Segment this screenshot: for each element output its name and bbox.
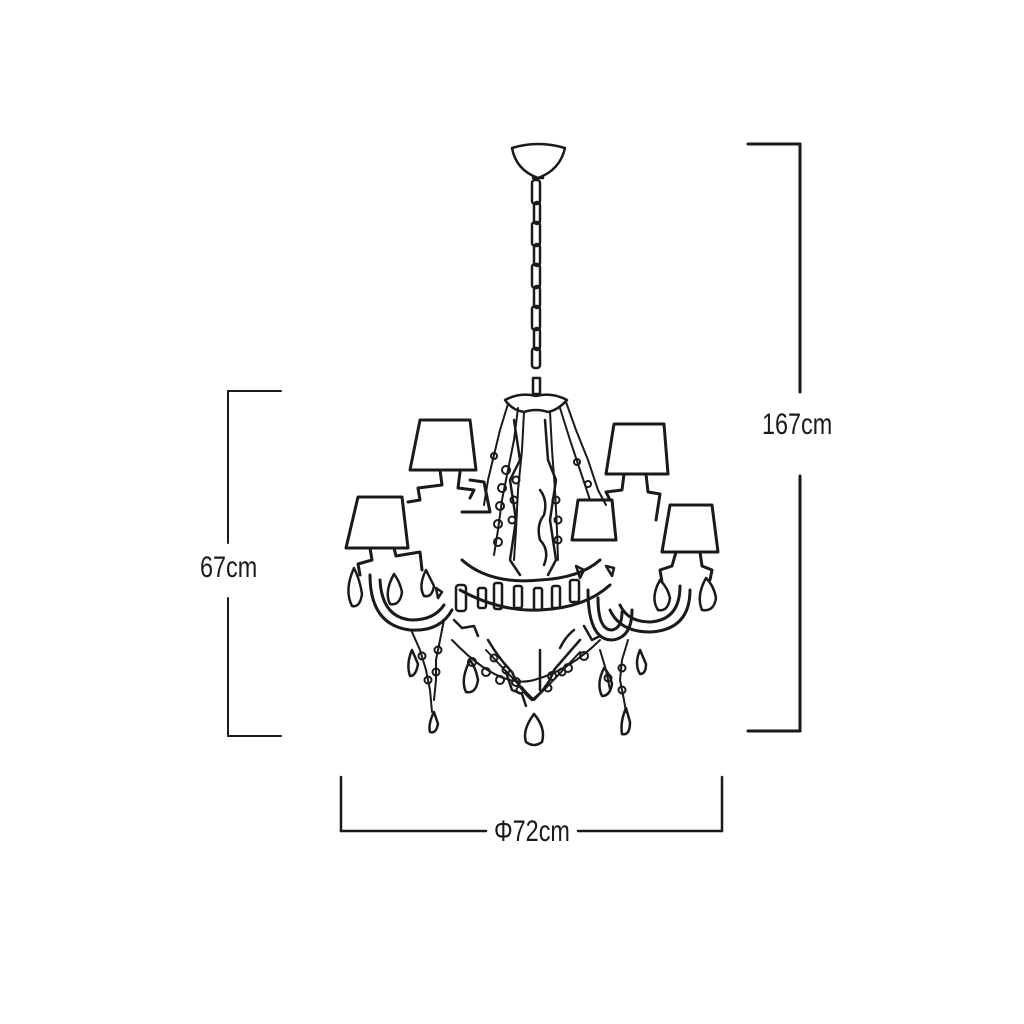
dimension-diameter: [339, 775, 724, 833]
diameter-label: Φ72cm: [494, 815, 570, 848]
side-droplets: [347, 566, 718, 747]
lower-left-shade: [344, 495, 424, 577]
total-height-label: 167cm: [762, 408, 833, 441]
upper-right-shade: [604, 422, 670, 522]
ceiling-canopy: [510, 142, 567, 180]
chandelier-arms: [368, 558, 692, 642]
hanging-chain: [530, 178, 542, 396]
central-column: [508, 418, 558, 577]
inner-left-shade: [460, 478, 492, 514]
lower-right-shade: [658, 503, 720, 584]
chandelier-crown: [503, 393, 569, 414]
ring-crystals: [434, 564, 616, 613]
crystal-garlands: [411, 619, 629, 713]
lower-bowl: [452, 618, 602, 708]
crown-crystal-strands: [483, 401, 607, 561]
dimension-body-height: [227, 390, 282, 737]
upper-left-shade: [406, 418, 478, 504]
inner-right-shade: [570, 498, 618, 542]
dimension-total-height: [746, 142, 802, 733]
body-height-label: 67cm: [200, 551, 258, 584]
